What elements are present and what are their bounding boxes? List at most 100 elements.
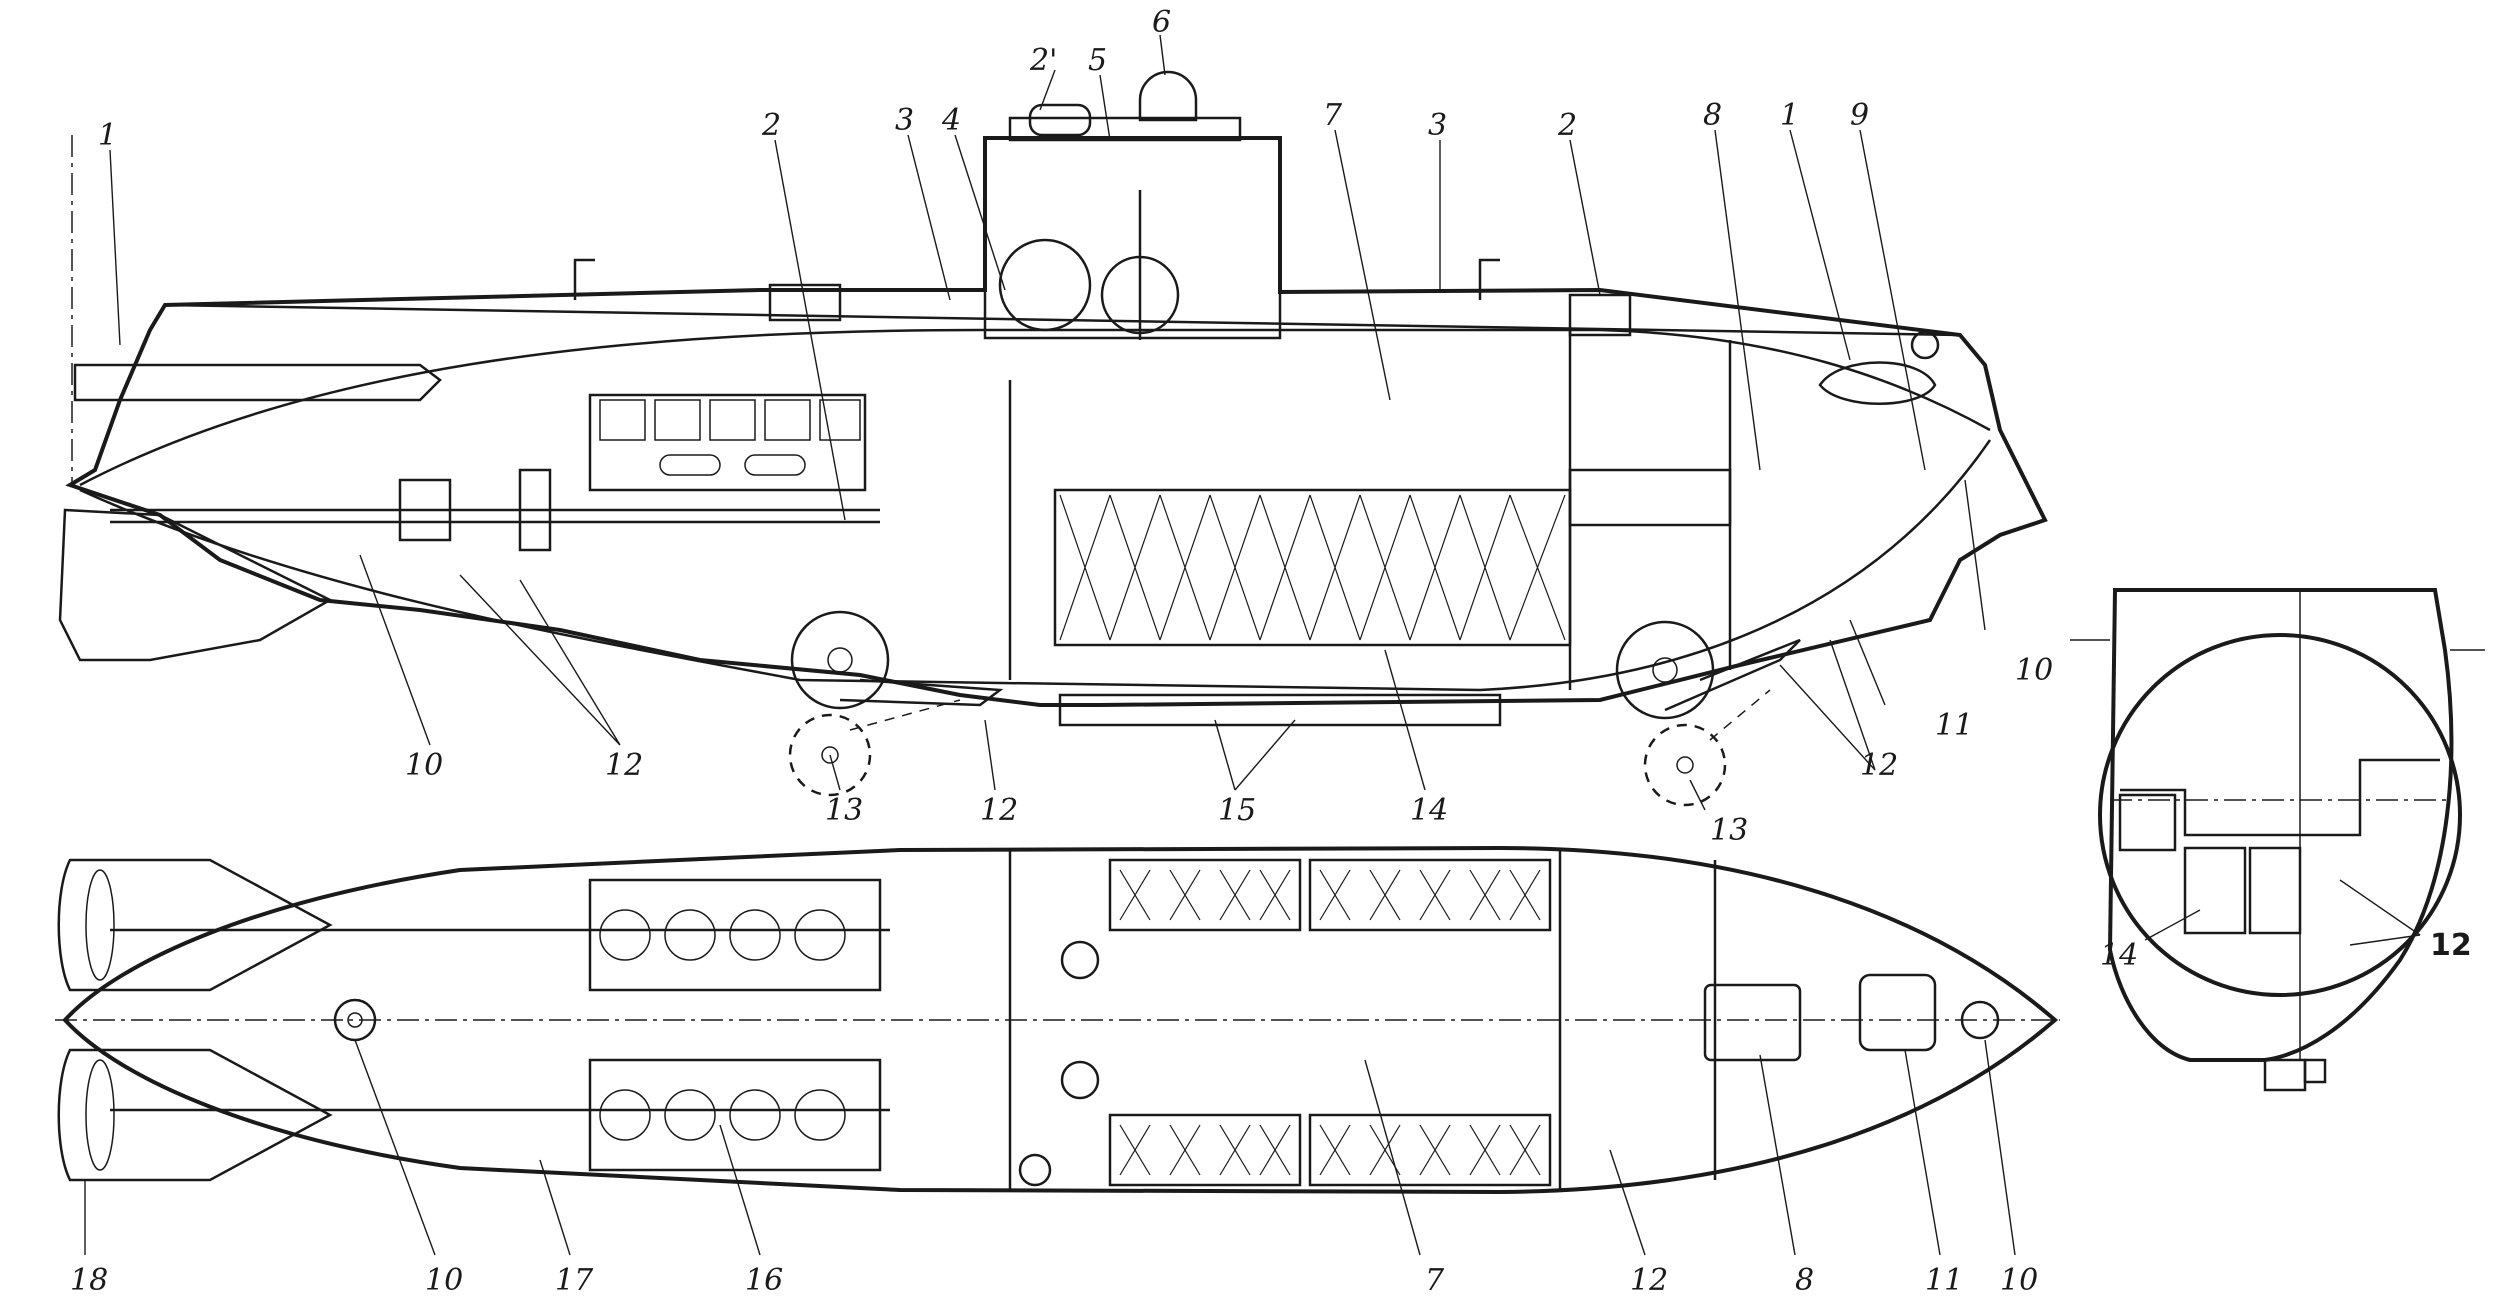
callout-s12c: 12 [1860,748,1898,783]
side-view-callouts: 1 2 2' 3 4 5 6 7 3 2 8 1 9 10 12 13 12 1… [98,5,2053,848]
callout-p10b: 10 [2000,1263,2038,1298]
plan-view-callouts: 18 10 17 16 7 12 8 11 10 [70,1263,2038,1298]
side-bow-buoy [1818,361,1937,405]
plan-engine-cylinders [599,909,846,1141]
side-wheel-fwd [1615,620,1715,720]
callout-s3a: 3 [895,103,914,138]
callout-s7: 7 [1323,98,1343,133]
side-wheel-fwd-lowered [1643,723,1727,807]
callout-s12a: 12 [605,748,643,783]
side-vent-mast-fwd [1478,258,1500,300]
plan-engine-lower [588,1058,882,1172]
callout-s10b: 10 [2015,653,2053,688]
callout-p12: 12 [1630,1263,1668,1298]
plan-engine-upper [588,878,882,992]
side-wheel-arm-fwd [1664,638,1801,712]
callout-s12b: 12 [980,793,1018,828]
side-battery-block [1053,488,1572,647]
side-tower-hatch [1028,103,1092,137]
section-keel [2263,1058,2307,1092]
callout-s5: 5 [1088,43,1107,78]
side-wheel-fwd-lowered-arm [1709,689,1771,741]
side-battery-hatch [1059,494,1566,641]
callout-s4: 4 [941,103,961,138]
side-wheel-aft-hub [827,647,853,673]
plan-propeller-upper [85,869,115,981]
section-view-callouts: 14 12 [2100,928,2472,973]
callout-p10a: 10 [425,1263,463,1298]
side-keel-tank [1058,693,1502,727]
callout-s2c: 2 [1557,108,1577,143]
side-shaft-bearing [398,478,452,542]
side-wheel-aft-lowered-arm [849,699,961,731]
side-bow-tank [1568,468,1732,527]
side-deck-line [164,303,1961,337]
side-hull-outline [65,136,2048,707]
side-wheel-fwd-lowered-hub [1676,756,1694,774]
callout-s13a: 13 [825,793,863,828]
side-engine-block [588,393,867,492]
callout-p16: 16 [745,1263,783,1298]
callout-s6: 6 [1152,5,1171,40]
callout-s13b: 13 [1710,813,1748,848]
side-conning-tower [983,136,1282,340]
side-tower-top [1008,116,1242,142]
section-battery-cell-3 [2248,846,2302,935]
callout-s14: 14 [1410,793,1448,828]
plan-bow-ring [1960,1000,2000,1040]
plan-view [55,845,2060,1195]
callout-s2b: 2' [1029,43,1057,78]
section-outer-outline [2107,588,2454,1062]
plan-stern-fin-upper [57,858,333,992]
section-battery-cell-2 [2183,846,2247,935]
callout-p18: 18 [70,1263,108,1298]
section-floor-step [2120,758,2440,837]
side-wheel-aft [790,610,890,710]
plan-bow-box [1858,973,1937,1052]
callout-s15: 15 [1218,793,1256,828]
callout-p11: 11 [1925,1263,1963,1298]
section-battery-cell-1 [2118,793,2177,852]
side-vent-mast-aft [573,258,595,300]
side-stern-tube [73,363,442,402]
section-view [2070,588,2485,1092]
plan-battery-blocks [1108,858,1552,1187]
callout-s8: 8 [1703,98,1722,133]
side-wheel-arm-aft [839,678,1004,707]
side-stern-fin [58,508,333,662]
callout-s1a: 1 [98,118,117,153]
callout-x12: 12 [2430,928,2472,963]
leader-lines [84,34,2421,1256]
side-pressure-hull-lower [79,439,1992,692]
callout-s9: 9 [1850,98,1869,133]
plan-rudder-pivot-inner [347,1012,363,1028]
side-gyro-wheel [998,238,1092,332]
side-bow-anchor [1910,330,1940,360]
callout-s2a: 2 [761,108,781,143]
section-pressure-hull [2098,633,2462,997]
plan-hull-outline [62,845,2059,1195]
plan-propeller-lower [85,1059,115,1171]
callout-s1b: 1 [1780,98,1799,133]
plan-hatch-upper [1060,940,1100,980]
plan-fwd-compartment [1703,983,1802,1062]
side-wheel-fwd-hub [1652,657,1678,683]
side-shaft-clutch [518,468,552,552]
side-pressure-hull [79,328,1991,487]
side-stern-hatch [768,283,842,322]
plan-hatch-aft [1018,1153,1052,1187]
plan-stern-fin-lower [57,1048,333,1182]
callout-p7: 7 [1425,1263,1445,1298]
side-tower-dome [1138,70,1198,122]
side-view [58,70,2048,807]
callout-p8: 8 [1795,1263,1814,1298]
callout-s11: 11 [1935,708,1973,743]
side-wheel-aft-lowered-hub [821,746,839,764]
callout-p17: 17 [555,1263,594,1298]
callout-s3b: 3 [1428,108,1447,143]
side-wheel-aft-lowered [788,713,872,797]
section-keel-2 [2303,1058,2327,1084]
side-engine-cylinders [599,399,861,476]
callout-s10a: 10 [405,748,443,783]
